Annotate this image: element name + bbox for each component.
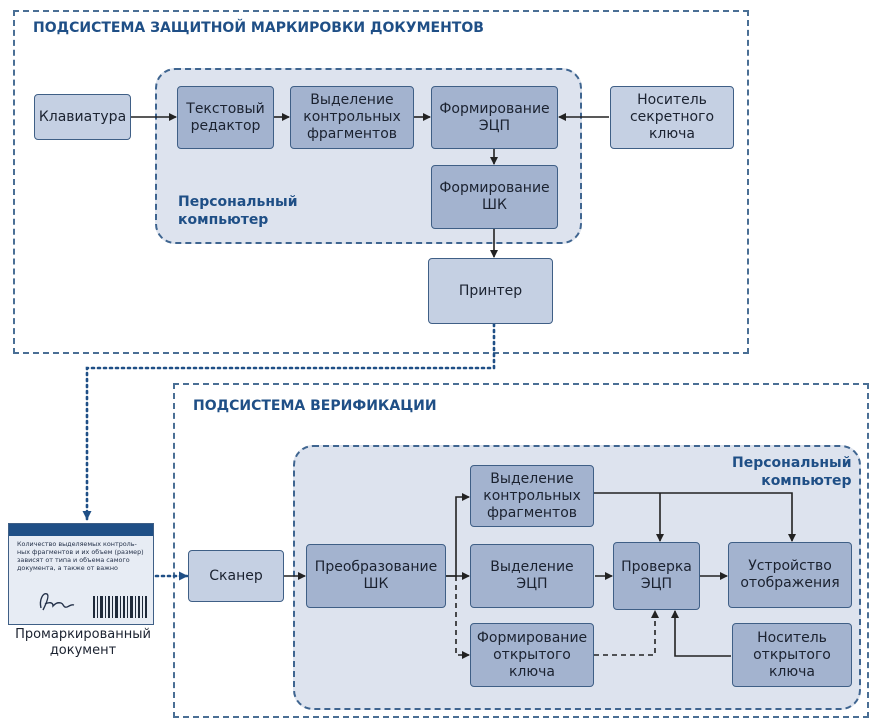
document-header-bar: [9, 524, 153, 536]
scanner-box: Сканер: [188, 550, 284, 602]
marking-subsystem-title: ПОДСИСТЕМА ЗАЩИТНОЙ МАРКИРОВКИ ДОКУМЕНТО…: [33, 20, 484, 36]
select-fragments-verify-box: Выделение контрольных фрагментов: [470, 465, 594, 527]
marking-subsystem-frame: [13, 10, 749, 354]
keyboard-box: Клавиатура: [34, 94, 131, 140]
printer-box: Принтер: [428, 258, 553, 324]
arrow-convert-public-key: [455, 576, 470, 659]
select-eds-box: Выделение ЭЦП: [470, 544, 594, 608]
arrow-public-key-verify: [594, 610, 659, 656]
convert-barcode-box: Преобразование ШК: [306, 544, 446, 608]
arrow-fragments-display: [594, 492, 796, 542]
display-device-box: Устройство отображения: [728, 542, 852, 608]
barcode-icon: [93, 596, 147, 618]
public-key-carrier-box: Носитель открытого ключа: [732, 623, 852, 687]
top-personal-computer-label: Персональный компьютер: [178, 194, 298, 228]
arrow-public-key-carrier-verify: [671, 610, 731, 657]
signature-icon: [39, 593, 75, 611]
document-marks: [39, 593, 147, 618]
text-editor-box: Текстовый редактор: [177, 86, 274, 149]
secret-key-carrier-box: Носитель секретного ключа: [610, 86, 734, 149]
document-text: Количество выделяемых контроль-ных фрагм…: [17, 540, 144, 572]
marked-document: Количество выделяемых контроль-ных фрагм…: [8, 523, 154, 625]
arrow-convert-fragments: [446, 493, 470, 577]
marked-document-label: Промаркированный документ: [15, 627, 151, 658]
select-fragments-box: Выделение контрольных фрагментов: [290, 86, 414, 149]
form-barcode-box: Формирование ШК: [431, 165, 558, 229]
bottom-personal-computer-label: Персональный компьютер: [732, 455, 852, 489]
verification-subsystem-title: ПОДСИСТЕМА ВЕРИФИКАЦИИ: [193, 398, 437, 414]
form-public-key-box: Формирование открытого ключа: [470, 623, 594, 687]
verify-eds-box: Проверка ЭЦП: [613, 542, 700, 610]
flow-printer-document: [82, 322, 496, 521]
verification-subsystem-frame: [173, 383, 869, 718]
form-eds-box: Формирование ЭЦП: [431, 86, 558, 149]
